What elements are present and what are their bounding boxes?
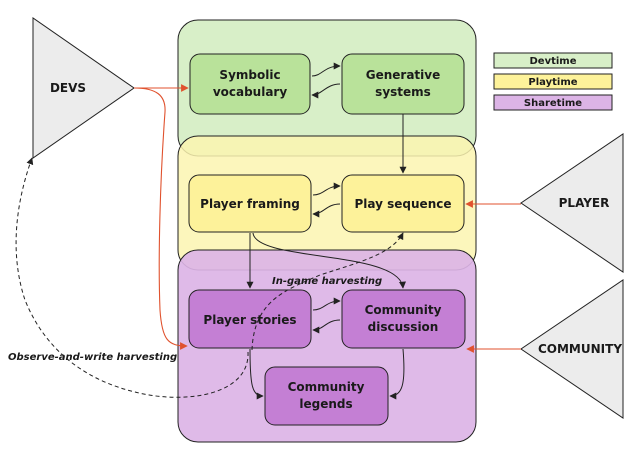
node-player-framing: Player framing bbox=[188, 174, 312, 233]
arrow-framing-to-discussion bbox=[252, 232, 406, 289]
arrow-stories-to-discussion bbox=[312, 297, 341, 311]
arrow-generative-to-vocab bbox=[311, 83, 341, 99]
play-sequence-label: Play sequence bbox=[355, 197, 452, 211]
player-label: PLAYER bbox=[559, 196, 610, 210]
legend: Devtime Playtime Sharetime bbox=[493, 52, 613, 111]
actor-player: PLAYER bbox=[520, 133, 624, 273]
dashed-arrow-observe-and-write bbox=[15, 157, 249, 398]
community-label: COMMUNITY bbox=[538, 342, 622, 356]
arrow-framing-to-play bbox=[312, 182, 341, 196]
node-symbolic-vocabulary: Symbolic vocabulary bbox=[189, 53, 311, 115]
in-game-harvesting-label: In-game harvesting bbox=[272, 276, 382, 287]
legend-devtime-swatch bbox=[493, 52, 613, 69]
observe-and-write-harvesting-label: Observe-and-write harvesting bbox=[8, 352, 177, 363]
legend-playtime-swatch bbox=[493, 73, 613, 90]
red-arrow-devs-to-stories bbox=[133, 87, 188, 350]
player-triangle bbox=[520, 133, 624, 273]
arrow-stories-to-legends bbox=[249, 348, 264, 400]
arrow-vocab-to-generative bbox=[311, 62, 341, 77]
devs-triangle bbox=[32, 17, 135, 159]
arrow-discussion-to-stories bbox=[312, 319, 341, 334]
node-player-stories: Player stories bbox=[188, 289, 312, 349]
arrow-play-to-framing bbox=[312, 203, 341, 218]
node-community-discussion: Community discussion bbox=[341, 289, 466, 349]
node-generative-systems: Generative systems bbox=[341, 53, 465, 115]
actor-devs: DEVS bbox=[32, 17, 135, 159]
node-play-sequence: Play sequence bbox=[341, 174, 465, 233]
generative-systems-line2: systems bbox=[375, 85, 431, 99]
community-discussion-line2: discussion bbox=[368, 320, 439, 334]
actor-community: COMMUNITY bbox=[520, 279, 624, 419]
legend-playtime-label: Playtime bbox=[528, 77, 577, 88]
community-triangle bbox=[520, 279, 624, 419]
legend-devtime-label: Devtime bbox=[529, 56, 576, 67]
dashed-arrow-in-game-harvesting bbox=[251, 232, 404, 351]
legend-sharetime-label: Sharetime bbox=[524, 98, 582, 109]
symbolic-vocabulary-line1: Symbolic bbox=[219, 68, 280, 82]
community-discussion-line1: Community bbox=[365, 303, 442, 317]
node-community-legends: Community legends bbox=[264, 366, 389, 426]
arrow-discussion-to-legends bbox=[389, 348, 405, 400]
player-stories-label: Player stories bbox=[203, 313, 296, 327]
community-legends-line2: legends bbox=[299, 397, 352, 411]
player-framing-label: Player framing bbox=[200, 197, 300, 211]
generative-systems-line1: Generative bbox=[366, 68, 441, 82]
community-legends-line1: Community bbox=[288, 380, 365, 394]
symbolic-vocabulary-line2: vocabulary bbox=[213, 85, 288, 99]
devs-label: DEVS bbox=[50, 81, 86, 95]
legend-sharetime-swatch bbox=[493, 94, 613, 111]
